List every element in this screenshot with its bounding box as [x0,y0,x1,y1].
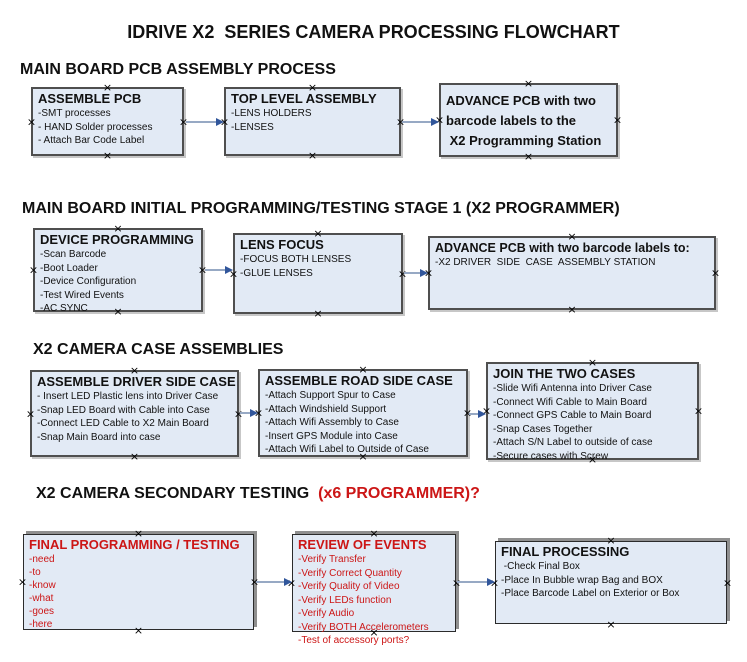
box-advance-pcb-programming-station[interactable]: ADVANCE PCB with two barcode labels to t… [435,78,622,162]
connector-arrow[interactable] [205,265,233,275]
connection-anchor-icon: × [710,266,721,280]
box-device-programming[interactable]: DEVICE PROGRAMMING -Scan Barcode -Boot L… [29,223,207,317]
box-assemble-road-side-case[interactable]: ASSEMBLE ROAD SIDE CASE -Attach Support … [254,364,472,462]
arrow-head-icon [420,268,428,277]
box-header: FINAL PROCESSING [501,544,630,559]
connection-anchor-icon: × [25,407,36,420]
connection-anchor-icon: × [28,263,39,277]
box-items: -Scan Barcode -Boot Loader -Device Confi… [40,249,137,314]
arrow-line [256,581,286,583]
arrow-head-icon [431,117,439,126]
connector-arrow[interactable] [402,117,439,127]
box-header: ADVANCE PCB with two barcode labels to: [435,241,690,255]
connection-anchor-icon: × [313,307,323,321]
arrow-head-icon [216,117,224,126]
arrow-head-icon [487,577,495,586]
arrow-head-icon [250,408,258,417]
box-final-programming-testing[interactable]: FINAL PROGRAMMING / TESTING -need -to -k… [18,528,259,636]
box-items: - Insert LED Plastic lens into Driver Ca… [37,391,219,443]
arrow-head-icon [225,265,233,274]
box-items: -Check Final Box -Place In Bubble wrap B… [501,561,680,599]
box-items: -FOCUS BOTH LENSES -GLUE LENSES [240,254,352,279]
box-header: DEVICE PROGRAMMING [40,232,194,247]
box-items: -Attach Support Spur to Case -Attach Win… [265,390,429,455]
box-header: ASSEMBLE ROAD SIDE CASE [265,373,453,388]
connection-anchor-icon: × [606,618,616,632]
box-header: ASSEMBLE DRIVER SIDE CASE [37,374,236,389]
connection-anchor-icon: × [523,76,534,90]
connection-anchor-icon: × [102,149,113,163]
arrow-line [402,121,433,123]
connection-anchor-icon: × [26,115,37,128]
arrow-line [186,121,218,123]
box-header: ASSEMBLE PCB [38,91,142,106]
arrow-line [404,272,422,274]
box-header: TOP LEVEL ASSEMBLY [231,91,377,106]
connection-anchor-icon: × [612,113,623,127]
box-items: -Slide Wifi Antenna into Driver Case -Co… [493,383,653,462]
section-heading-initial-programming: MAIN BOARD INITIAL PROGRAMMING/TESTING S… [22,200,620,217]
box-items: -SMT processes - HAND Solder processes -… [38,108,153,146]
box-items: -need -to -know -what -goes -here [29,554,56,630]
box-lens-focus[interactable]: LENS FOCUS -FOCUS BOTH LENSES -GLUE LENS… [229,228,407,319]
connection-anchor-icon: × [307,149,318,163]
section-heading-case-assemblies: X2 CAMERA CASE ASSEMBLIES [33,341,284,358]
connection-anchor-icon: × [567,303,577,317]
box-review-of-events[interactable]: REVIEW OF EVENTS -Verify Transfer -Verif… [287,528,461,646]
box-join-the-two-cases[interactable]: JOIN THE TWO CASES -Slide Wifi Antenna i… [482,357,703,465]
box-header: LENS FOCUS [240,237,324,252]
box-items: -Verify Transfer -Verify Correct Quantit… [298,554,429,646]
arrow-head-icon [478,409,486,418]
box-assemble-pcb[interactable]: ASSEMBLE PCB -SMT processes - HAND Solde… [27,82,188,161]
box-header: REVIEW OF EVENTS [298,537,427,552]
flowchart-title: IDRIVE X2 SERIES CAMERA PROCESSING FLOWC… [127,22,620,42]
connection-anchor-icon: × [17,575,28,589]
box-advance-pcb-driver-side-station[interactable]: ADVANCE PCB with two barcode labels to: … [424,231,720,315]
section-heading-secondary-testing: X2 CAMERA SECONDARY TESTING (x6 PROGRAMM… [36,485,480,502]
connection-anchor-icon: × [722,576,733,589]
connection-anchor-icon: × [523,150,534,164]
connector-arrow[interactable] [404,268,428,278]
connection-anchor-icon: × [129,450,140,464]
arrow-line [469,413,480,415]
connector-arrow[interactable] [256,577,292,587]
box-items: -LENS HOLDERS -LENSES [231,108,312,133]
arrow-line [205,269,227,271]
arrow-line [457,581,489,583]
connector-arrow[interactable] [457,577,495,587]
section-heading-main-board-pcb: MAIN BOARD PCB ASSEMBLY PROCESS [20,61,336,78]
box-items: -X2 DRIVER SIDE CASE ASSEMBLY STATION [435,257,656,268]
box-header: JOIN THE TWO CASES [493,366,636,381]
arrow-line [240,412,252,414]
box-top-level-assembly[interactable]: TOP LEVEL ASSEMBLY -LENS HOLDERS -LENSES… [220,82,405,161]
connection-anchor-icon: × [693,404,704,418]
box-final-processing[interactable]: FINAL PROCESSING -Check Final Box -Place… [490,535,732,630]
box-header: FINAL PROGRAMMING / TESTING [29,537,240,552]
connector-arrow[interactable] [240,408,258,418]
arrow-head-icon [284,577,292,586]
box-header: ADVANCE PCB with two barcode labels to t… [446,93,602,148]
connector-arrow[interactable] [186,117,224,127]
box-assemble-driver-side-case[interactable]: ASSEMBLE DRIVER SIDE CASE - Insert LED P… [26,365,243,462]
connector-arrow[interactable] [469,409,486,419]
